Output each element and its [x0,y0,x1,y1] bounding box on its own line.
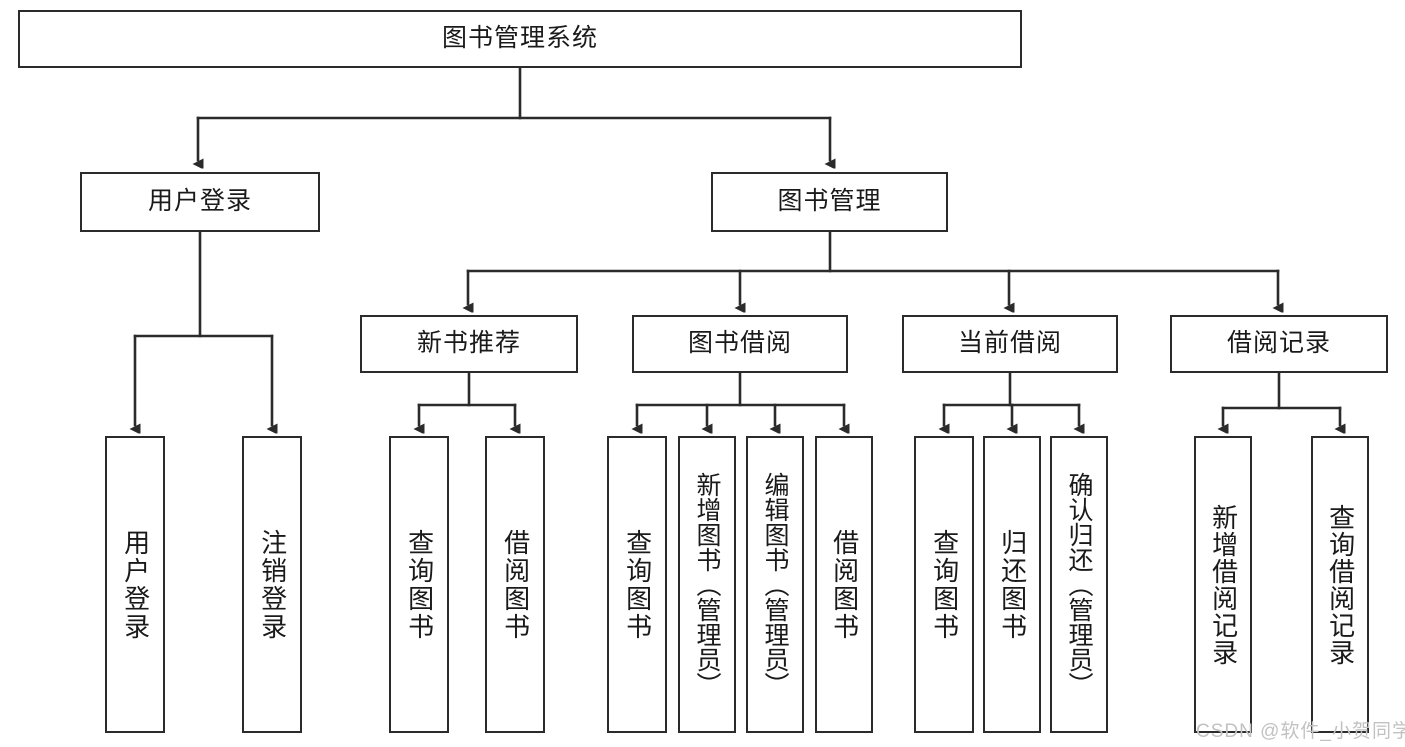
node-leaf-logout-label: 注销登录 [257,528,288,641]
node-leaf-query-book-2[interactable]: 查询图书 [607,436,667,733]
node-leaf-user-login-label: 用户登录 [120,528,151,641]
node-new-book-rec-label: 新书推荐 [416,329,521,358]
node-leaf-borrow-book-1[interactable]: 借阅图书 [485,436,545,733]
node-leaf-add-record-label: 新增借阅记录 [1208,503,1239,666]
node-leaf-return-book-label: 归还图书 [997,528,1028,641]
node-leaf-borrow-book-2-label: 借阅图书 [829,528,860,641]
node-book-manage-label: 图书管理 [777,187,882,216]
node-leaf-edit-book[interactable]: 编辑图书（管理员） [746,436,804,733]
node-current-borrow-label: 当前借阅 [957,329,1062,358]
node-borrow-record[interactable]: 借阅记录 [1170,315,1388,373]
node-leaf-add-book-label: 新增图书（管理员） [693,472,721,697]
node-leaf-query-record[interactable]: 查询借阅记录 [1311,436,1369,733]
node-current-borrow[interactable]: 当前借阅 [902,315,1118,373]
node-leaf-add-book[interactable]: 新增图书（管理员） [678,436,736,733]
node-leaf-return-book[interactable]: 归还图书 [983,436,1041,733]
node-leaf-user-login[interactable]: 用户登录 [105,436,165,733]
node-leaf-confirm-return-label: 确认归还（管理员） [1065,472,1093,697]
node-leaf-query-record-label: 查询借阅记录 [1325,503,1356,666]
csdn-watermark: CSDN @软件_小贺同学 [1196,721,1405,742]
node-leaf-query-book-2-label: 查询图书 [622,528,653,641]
node-leaf-add-record[interactable]: 新增借阅记录 [1194,436,1252,733]
node-book-borrow-label: 图书借阅 [687,329,792,358]
node-leaf-borrow-book-2[interactable]: 借阅图书 [815,436,873,733]
node-root-label: 图书管理系统 [441,24,598,53]
node-user-login[interactable]: 用户登录 [80,172,320,232]
node-book-manage[interactable]: 图书管理 [711,172,948,232]
node-borrow-record-label: 借阅记录 [1226,329,1331,358]
node-leaf-confirm-return[interactable]: 确认归还（管理员） [1050,436,1108,733]
node-leaf-edit-book-label: 编辑图书（管理员） [761,472,789,697]
node-user-login-label: 用户登录 [147,187,252,216]
node-new-book-rec[interactable]: 新书推荐 [360,315,578,373]
node-leaf-query-book-1-label: 查询图书 [404,528,435,641]
node-leaf-borrow-book-1-label: 借阅图书 [500,528,531,641]
node-root[interactable]: 图书管理系统 [18,10,1022,68]
node-leaf-query-book-1[interactable]: 查询图书 [389,436,449,733]
node-book-borrow[interactable]: 图书借阅 [632,315,848,373]
node-leaf-query-book-3-label: 查询图书 [929,528,960,641]
node-leaf-logout[interactable]: 注销登录 [242,436,302,733]
node-leaf-query-book-3[interactable]: 查询图书 [914,436,974,733]
